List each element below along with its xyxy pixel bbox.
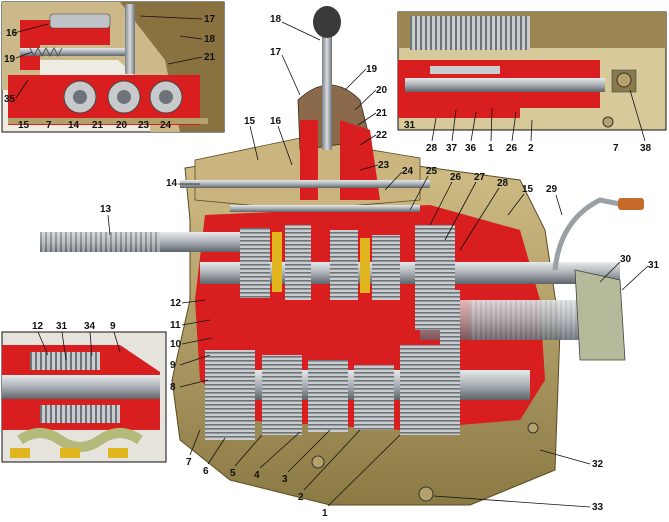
inset-tl-label: 21 <box>204 52 216 63</box>
bolt <box>418 486 434 502</box>
callout-label: 19 <box>366 64 378 75</box>
inset-tl-label: 21 <box>92 120 104 131</box>
inset-tr-label: 2 <box>528 143 534 154</box>
callout-label: 18 <box>270 14 282 25</box>
inset-tl-label: 17 <box>204 14 216 25</box>
callout-label: 24 <box>402 166 414 177</box>
inset-tl-label: 24 <box>160 120 172 131</box>
gear <box>240 228 270 298</box>
inset-top-right-labels: 31 28 37 36 1 26 2 7 38 <box>404 89 652 154</box>
callout-label: 25 <box>426 166 438 177</box>
inset-bl-label: 12 <box>32 321 44 332</box>
inset-tr-label: 31 <box>404 120 416 131</box>
inset-tr-label: 7 <box>613 143 619 154</box>
inset-top-left-labels: 16 17 18 19 21 35 15 7 14 21 20 23 24 <box>4 14 216 131</box>
gear <box>285 225 311 300</box>
callout-label: 16 <box>270 116 282 127</box>
callout-label: 21 <box>376 108 388 119</box>
callout-label: 6 <box>203 466 209 477</box>
inset-tr-label: 28 <box>426 143 438 154</box>
large-gear <box>440 290 460 380</box>
callout-labels: 18 17 19 20 21 22 16 15 14 23 24 25 26 2… <box>100 14 660 519</box>
callout-label: 17 <box>270 47 282 58</box>
inset-tl-label: 23 <box>138 120 150 131</box>
inset-tr-label: 26 <box>506 143 518 154</box>
gearbox-main-assembly <box>40 6 644 506</box>
speedometer-cable <box>552 197 626 271</box>
input-shaft-splines <box>40 232 160 252</box>
gear <box>330 230 358 300</box>
callout-label: 26 <box>450 172 462 183</box>
callout-label: 15 <box>244 116 256 127</box>
gear-lever <box>322 30 332 150</box>
cable-fitting <box>618 198 644 210</box>
inset-top-left <box>1 1 225 133</box>
callout-label: 29 <box>546 184 558 195</box>
counter-gear <box>262 355 302 435</box>
callout-label: 11 <box>170 320 181 331</box>
inset-tl-label: 19 <box>4 54 16 65</box>
output-flange <box>574 269 626 361</box>
callout-label: 4 <box>254 470 260 481</box>
callout-label: 32 <box>592 459 604 470</box>
shift-rail <box>230 205 420 212</box>
inset-tl-label: 18 <box>204 34 216 45</box>
callout-label: 13 <box>100 204 112 215</box>
inset-tl-label: 35 <box>4 94 16 105</box>
callout-label: 2 <box>298 492 304 503</box>
inset-tr-label: 37 <box>446 143 458 154</box>
inset-bl-label: 9 <box>110 321 116 332</box>
callout-label: 33 <box>592 502 604 513</box>
shift-rail <box>180 180 430 188</box>
callout-label: 27 <box>474 172 486 183</box>
inset-bl-label: 31 <box>56 321 68 332</box>
inset-tl-label: 16 <box>6 28 18 39</box>
callout-label: 10 <box>170 339 182 350</box>
inset-tr-label: 1 <box>488 143 494 154</box>
inset-tl-label: 20 <box>116 120 128 131</box>
callout-label: 31 <box>648 260 660 271</box>
synchro-ring <box>272 232 282 292</box>
callout-label: 28 <box>497 178 509 189</box>
counter-gear <box>205 350 255 440</box>
callout-label: 15 <box>522 184 534 195</box>
callout-label: 8 <box>170 382 176 393</box>
inset-tl-label: 14 <box>68 120 80 131</box>
callout-label: 23 <box>378 160 390 171</box>
callout-label: 3 <box>282 474 288 485</box>
callout-label: 7 <box>186 457 192 468</box>
callout-label: 1 <box>322 508 328 519</box>
bolt <box>311 455 325 469</box>
gear <box>372 235 400 300</box>
inset-bottom-left <box>1 331 167 463</box>
counter-gear <box>308 360 348 432</box>
callout-label: 12 <box>170 298 182 309</box>
inset-bl-label: 34 <box>84 321 96 332</box>
inset-tl-label: 7 <box>46 120 52 131</box>
inset-tr-label: 36 <box>465 143 477 154</box>
inset-tr-label: 38 <box>640 143 652 154</box>
synchro-ring <box>360 238 370 293</box>
callout-label: 30 <box>620 254 632 265</box>
inset-top-right <box>397 11 667 131</box>
inset-bottom-left-labels: 12 31 34 9 <box>32 321 121 361</box>
callout-label: 5 <box>230 468 236 479</box>
callout-label: 9 <box>170 360 176 371</box>
lever-knob <box>313 6 341 38</box>
callout-label: 20 <box>376 85 388 96</box>
counter-gear <box>354 365 394 430</box>
callout-label: 22 <box>376 130 388 141</box>
bolt <box>527 422 539 434</box>
inset-tl-label: 15 <box>18 120 30 131</box>
callout-label: 14 <box>166 178 178 189</box>
